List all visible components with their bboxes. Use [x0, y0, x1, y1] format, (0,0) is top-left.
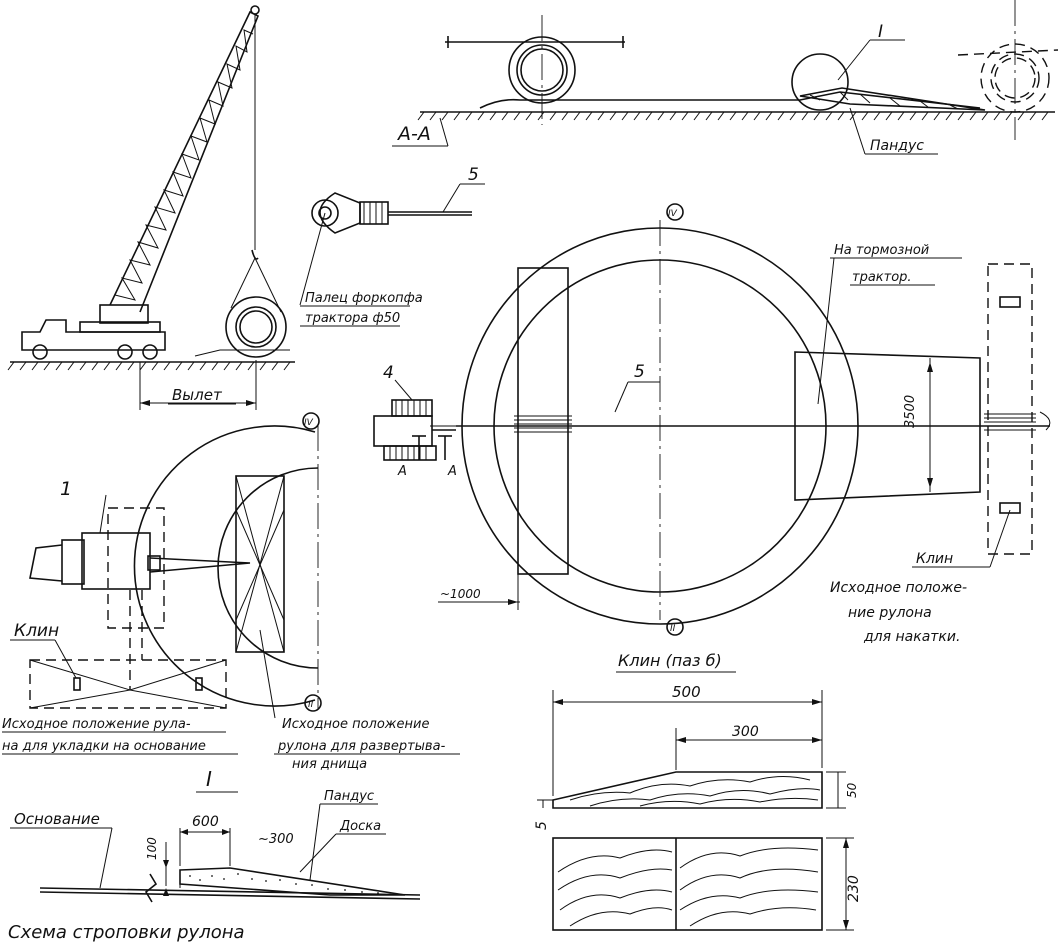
- start-pos-unroll-label-3: ния днища: [292, 757, 367, 772]
- callout-5-mid: 5: [634, 362, 645, 382]
- dim-5: 5: [534, 821, 550, 830]
- bottom-caption: Схема строповки рулона: [8, 922, 245, 943]
- ramp-label-bottom: Пандус: [324, 789, 374, 804]
- dim-1000: ~1000: [440, 587, 481, 601]
- start-pos-unroll-label-2: рулона для развертыва-: [277, 739, 446, 754]
- roman-II-left: II: [308, 700, 314, 710]
- callout-I-top: I: [878, 22, 883, 42]
- wedge-label-left: Клин: [14, 621, 59, 641]
- callout-4: 4: [383, 363, 394, 383]
- dim-230: 230: [846, 875, 862, 902]
- start-pos-roll-label-2: ние рулона: [848, 605, 932, 621]
- start-pos-roll-label-3: для накатки.: [863, 629, 960, 645]
- roman-IV-right: IV: [668, 209, 678, 219]
- dim-3500: 3500: [903, 395, 918, 428]
- hitch-pin-detail: 5 Палец форкопфа трактора ф50: [299, 165, 485, 327]
- laying-plan-view: 1 IV II Клин Исходное положение рула- на…: [2, 412, 460, 772]
- start-pos-lay-label-2: на для укладки на основание: [2, 739, 206, 754]
- detail-I-ramp: I 600 ~300 100 Основание Пандус: [8, 767, 421, 943]
- brake-tractor-label-2: трактор.: [852, 270, 912, 285]
- dim-500: 500: [672, 683, 701, 701]
- section-a-a-label: А-А: [396, 123, 431, 145]
- crane-truck-view: Вылет: [7, 5, 295, 410]
- callout-1: 1: [60, 478, 72, 500]
- start-pos-roll-label-1: Исходное положе-: [830, 580, 967, 596]
- marker-A-right: A: [447, 464, 457, 479]
- start-pos-lay-label-1: Исходное положение рула-: [2, 717, 191, 732]
- roman-IV-left: IV: [304, 418, 314, 428]
- wedge-label-right: Клин: [916, 551, 953, 567]
- callout-5-top: 5: [468, 165, 479, 185]
- dim-300: 300: [732, 724, 759, 740]
- dim-100: 100: [145, 837, 159, 860]
- roman-II-right: II: [670, 624, 676, 634]
- board-label: Доска: [339, 819, 381, 834]
- section-a-a-view: I А-А Пандус: [392, 0, 1059, 155]
- callout-I-detail: I: [206, 767, 212, 791]
- marker-A-left: A: [397, 464, 407, 479]
- unrolling-plan-view: 3500 На тормозной трактор. IV II 5 ~1000: [430, 203, 1051, 673]
- ramp-label-top: Пандус: [870, 138, 924, 154]
- base-label: Основание: [14, 810, 100, 828]
- hitch-pin-label-1: Палец форкопфа: [305, 291, 423, 306]
- dim-300b: ~300: [258, 832, 294, 847]
- vylet-label: Вылет: [172, 386, 223, 404]
- wedge-groove-label: Клин (паз б): [618, 651, 722, 670]
- dim-50: 50: [845, 782, 859, 798]
- start-pos-unroll-label-1: Исходное положение: [282, 717, 429, 732]
- hitch-pin-label-2: трактора ф50: [305, 311, 400, 326]
- brake-tractor-label-1: На тормозной: [834, 243, 929, 258]
- dim-600: 600: [192, 814, 219, 830]
- wedge-detail: 500 300 50 5 230: [534, 683, 862, 931]
- tractor-4: A A 4: [373, 363, 457, 479]
